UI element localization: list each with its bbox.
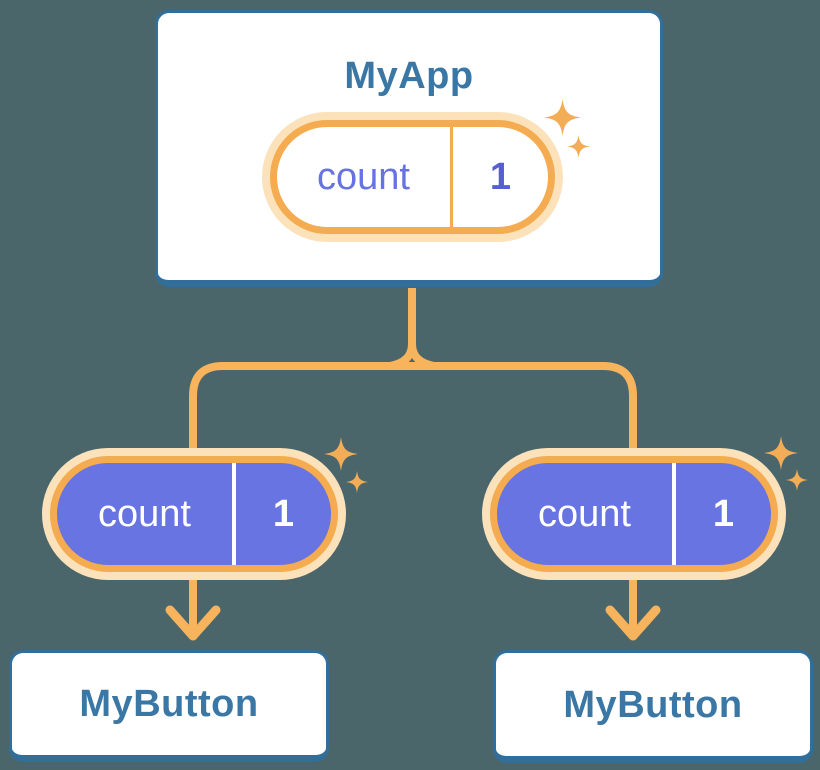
props-pill-left-value: 1 xyxy=(272,493,295,535)
props-pill-left: count 1 xyxy=(42,448,346,580)
sparkle-icon xyxy=(567,135,590,158)
child-card-right-title: MyButton xyxy=(563,683,743,726)
arrow-head-left xyxy=(165,605,221,641)
props-pill-right: count 1 xyxy=(482,448,786,580)
child-component-card-right: MyButton xyxy=(493,650,813,763)
state-pill-divider xyxy=(450,127,453,227)
sparkle-icon xyxy=(764,436,798,470)
sparkle-icon xyxy=(786,469,808,491)
props-pill-right-value: 1 xyxy=(712,493,735,535)
props-pill-right-body: count 1 xyxy=(490,456,778,572)
connector-fillet-right xyxy=(408,343,435,370)
props-pill-right-divider xyxy=(672,463,676,565)
props-pill-left-body: count 1 xyxy=(50,456,338,572)
connector-branch-right xyxy=(412,362,637,452)
state-pill-value: 1 xyxy=(489,156,512,198)
connector-branch-left xyxy=(189,362,412,452)
child-card-left-title: MyButton xyxy=(79,683,259,725)
props-pill-right-label: count xyxy=(538,493,631,535)
arrow-head-right xyxy=(605,605,661,641)
state-pill-label: count xyxy=(317,156,410,198)
sparkle-icon xyxy=(346,471,368,493)
child-component-card-left: MyButton xyxy=(9,650,329,762)
root-card-title: MyApp xyxy=(344,55,474,97)
sparkle-icon xyxy=(324,437,358,471)
props-pill-left-label: count xyxy=(98,493,191,535)
sparkle-icon xyxy=(544,99,581,136)
state-pill-body: count 1 xyxy=(270,120,555,234)
state-pill: count 1 xyxy=(262,112,563,242)
props-pill-left-divider xyxy=(232,463,236,565)
